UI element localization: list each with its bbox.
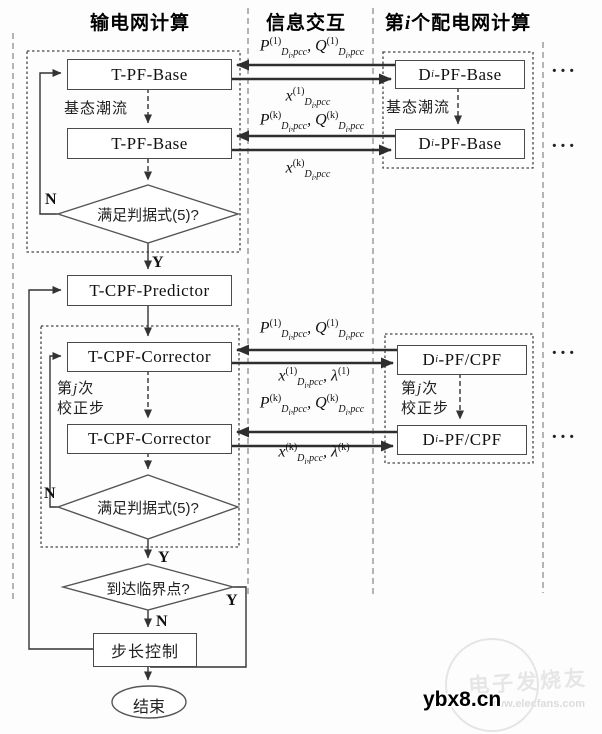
t-pf-base-1-box: T-PF-Base — [67, 59, 232, 90]
end-terminator — [111, 685, 187, 719]
critical-yes-label: Y — [226, 592, 238, 609]
ellipsis-4: ··· — [551, 426, 578, 448]
t-cpf-predictor-box: T-CPF-Predictor — [67, 275, 232, 306]
ellipsis-2: ··· — [551, 135, 578, 157]
critical-point-diamond — [60, 563, 236, 611]
exchange-x1-base-label: x(1)Di,pcc — [285, 86, 331, 110]
critical-point-text: 到达临界点? — [106, 581, 190, 598]
exchange-xk-lambda-label: x(k)Di,pcc, λ(k) — [278, 442, 350, 466]
exchange-pqk-base-label: P(k)Di,pcc, Q(k)Di,pcc — [259, 110, 365, 134]
criterion2-no-label: N — [44, 485, 56, 502]
ellipsis-3: ··· — [551, 342, 578, 364]
criterion2-diamond — [55, 474, 241, 540]
iteration-group-frames — [26, 50, 534, 548]
t-cpf-corrector-1-box: T-CPF-Corrector — [67, 342, 232, 372]
criterion2-text: 满足判据式(5)? — [97, 500, 199, 517]
decision-shapes — [55, 184, 241, 719]
exchange-x1-lambda-label: x(1)Di,pcc, λ(1) — [278, 366, 350, 390]
exchange-pq1-base-label: P(1)Di,pcc, Q(1)Di,pcc — [259, 36, 365, 60]
watermark-brand: ybx8.cn — [423, 688, 502, 711]
exchange-xk-base-label: x(k)Di,pcc — [285, 158, 331, 182]
feedback-criterion2-to-corrector1 — [49, 352, 62, 508]
feedback-stepcontrol-to-predictor — [28, 286, 93, 650]
t-pf-iteration-frame — [26, 50, 241, 253]
watermark-site-url: www.elecfans.com — [487, 698, 586, 710]
d-pf-cpf-frame — [384, 333, 534, 464]
watermark-logo-circle — [445, 638, 539, 732]
header-exchange: 信息交互 — [265, 13, 346, 34]
criterion1-yes-label: Y — [152, 254, 164, 271]
column-dividers — [12, 8, 544, 600]
feedback-criterion1-to-pfbase1 — [39, 69, 62, 215]
t-cpf-iteration-frame — [40, 325, 240, 548]
ellipsis-1: ··· — [551, 60, 578, 82]
base-power-flow-label-left: 基态潮流 — [64, 100, 129, 117]
correction-step-label-left: 第j次 校正步 — [57, 380, 106, 417]
criterion2-yes-label: Y — [158, 549, 170, 566]
dashed-flow-arrows — [144, 87, 464, 470]
base-power-flow-label-right: 基态潮流 — [386, 99, 451, 116]
exchange-pqk-cpf-label: P(k)Di,pcc, Q(k)Di,pcc — [259, 393, 365, 417]
critical-no-label: N — [156, 613, 168, 630]
step-control-box: 步长控制 — [93, 633, 197, 667]
t-pf-base-2-box: T-PF-Base — [67, 128, 232, 159]
header-transmission: 输电网计算 — [89, 13, 190, 34]
criterion1-diamond — [55, 184, 241, 244]
header-distribution: 第i个配电网计算 — [384, 13, 532, 34]
end-text: 结束 — [132, 699, 165, 716]
flow-arrows — [28, 69, 247, 681]
exchange-pq1-cpf-label: P(1)Di,pcc, Q(1)Di,pcc — [259, 318, 365, 342]
d-pf-base-frame — [382, 51, 534, 169]
criterion1-no-label: N — [45, 191, 57, 208]
correction-step-label-right: 第j次 校正步 — [401, 380, 450, 417]
branch-critical-yes-line — [150, 586, 247, 668]
criterion1-text: 满足判据式(5)? — [97, 207, 199, 224]
t-cpf-corrector-2-box: T-CPF-Corrector — [67, 424, 232, 454]
exchange-arrows — [230, 59, 399, 452]
